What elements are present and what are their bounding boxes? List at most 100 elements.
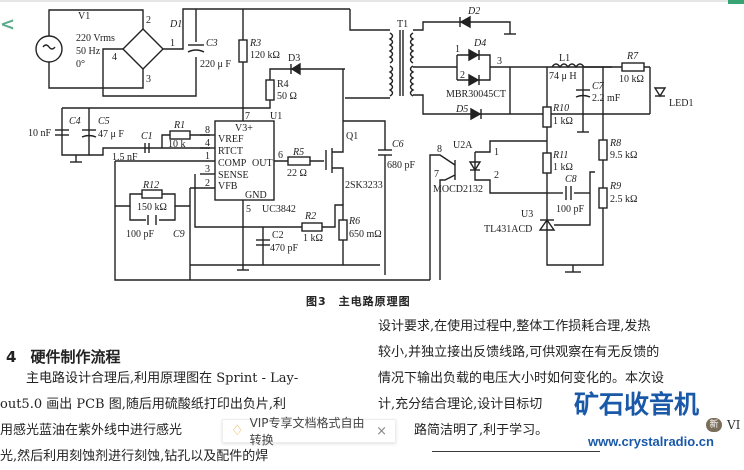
text-line: 计,充分结合理论,设计目标切 xyxy=(378,397,543,412)
label-v3: V3+ xyxy=(235,123,253,134)
label-r3: R3 xyxy=(249,38,261,49)
label-pin: 2 xyxy=(460,70,465,81)
label-pin: 7 xyxy=(245,111,250,122)
label-pin: 2 xyxy=(205,178,210,189)
label-r3-value: 120 kΩ xyxy=(250,50,280,61)
label-u1: U1 xyxy=(270,111,282,122)
resistor-r3 xyxy=(238,39,248,63)
label-pin: 6 xyxy=(278,150,283,161)
label-pin: 3 xyxy=(497,56,502,67)
label-v1-phase: 0° xyxy=(76,59,85,70)
right-paragraph: 设计要求,在使用过程中,整体工作损耗合理,发热 较小,并独立接出反馈线路,可供观… xyxy=(378,314,664,444)
label-r1: R1 xyxy=(173,120,185,131)
label-r12-value: 150 kΩ xyxy=(137,202,167,213)
label-vref: VREF xyxy=(218,134,244,145)
label-d1: D1 xyxy=(169,19,182,30)
label-c9-value: 100 pF xyxy=(126,229,155,240)
text-line: 主电路设计合理后,利用原理图在 Sprint - Lay- xyxy=(26,371,299,386)
label-pin: 5 xyxy=(246,204,251,215)
label-pin: 7 xyxy=(434,169,439,180)
label-c9: C9 xyxy=(173,229,185,240)
label-c5-value: 47 μ F xyxy=(98,129,124,140)
label-sense: SENSE xyxy=(218,170,249,181)
vip-banner[interactable]: ♢ VIP专享文档格式自由转换 × xyxy=(222,416,396,447)
label-r10-value: 1 kΩ xyxy=(553,116,573,127)
label-tl431: TL431ACD xyxy=(484,224,532,235)
label-r8-value: 9.5 kΩ xyxy=(610,150,637,161)
label-u2a: U2A xyxy=(453,140,473,151)
label-pin: 4 xyxy=(112,52,117,63)
corner-tab xyxy=(728,0,744,4)
label-r8: R8 xyxy=(609,138,621,149)
section-number: 4 xyxy=(6,348,17,366)
close-icon[interactable]: × xyxy=(376,423,387,439)
label-c1: C1 xyxy=(141,131,153,142)
figure-caption: 图3 主电路原理图 xyxy=(306,295,411,308)
text-line: 设计要求,在使用过程中,整体工作损耗合理,发热 xyxy=(378,319,651,334)
label-d3: D3 xyxy=(288,53,300,64)
label-c2: C2 xyxy=(272,230,284,241)
bridge-rectifier-d1 xyxy=(102,8,350,97)
label-r2: R2 xyxy=(304,211,316,222)
label-r10: R10 xyxy=(552,103,569,114)
label-c6: C6 xyxy=(392,139,404,150)
label-q1: Q1 xyxy=(346,131,358,142)
watermark-logo: 矿石收音机 xyxy=(574,390,700,419)
text-line: 情况下输出负载的电压大小时如何变化的。本次设 xyxy=(378,371,665,386)
label-gnd: GND xyxy=(245,190,267,201)
label-c7-value: 2.2 mF xyxy=(592,93,621,104)
vip-banner-label[interactable]: VIP专享文档格式自由转换 xyxy=(249,416,365,447)
label-d4: D4 xyxy=(473,38,486,49)
text-line: 较小,并独立接出反馈线路,可供观察在有无反馈的 xyxy=(378,345,660,360)
label-u3: U3 xyxy=(521,209,533,220)
label-q1-model: 2SK3233 xyxy=(345,180,383,191)
label-r6: R6 xyxy=(348,216,360,227)
label-c7: C7 xyxy=(592,81,605,92)
resistor-r4 xyxy=(265,79,275,101)
label-pin: 3 xyxy=(146,74,151,85)
label-c4-value: 10 nF xyxy=(28,128,52,139)
label-v1-freq: 50 Hz xyxy=(76,46,101,57)
label-v1-voltage: 220 Vrms xyxy=(76,33,115,44)
label-r4: R4 xyxy=(277,79,289,90)
label-pin: 1 xyxy=(170,38,175,49)
label-pin: 3 xyxy=(205,164,210,175)
vi-text: VI xyxy=(727,418,741,432)
side-mark-icon: < xyxy=(0,14,16,35)
watermark-url: www.crystalradio.cn xyxy=(588,434,714,449)
top-border xyxy=(0,0,744,2)
label-comp: COMP xyxy=(218,158,247,169)
label-r6-value: 650 mΩ xyxy=(349,229,382,240)
label-r5-value: 22 Ω xyxy=(287,168,307,179)
vip-diamond-icon: ♢ xyxy=(231,423,244,439)
label-r7-value: 10 kΩ xyxy=(619,74,644,85)
label-c2-value: 470 pF xyxy=(270,243,299,254)
label-c5: C5 xyxy=(98,116,110,127)
label-pin: 8 xyxy=(437,144,442,155)
schematic-labels: V1 220 Vrms 50 Hz 0° D1 2 1 4 3 C3 220 μ… xyxy=(28,6,693,254)
label-r7: R7 xyxy=(626,51,639,62)
label-r1-value: 10 k xyxy=(168,139,186,150)
circuit-schematic xyxy=(35,8,667,281)
label-r11: R11 xyxy=(552,150,568,161)
ac-source-v1 xyxy=(35,9,144,89)
label-r5: R5 xyxy=(292,147,304,158)
label-v1: V1 xyxy=(78,11,90,22)
label-mbr30045ct: MBR30045CT xyxy=(446,89,506,100)
label-c3-value: 220 μ F xyxy=(200,59,231,70)
label-pin: 8 xyxy=(205,125,210,136)
label-pin: 2 xyxy=(146,15,151,26)
label-r2-value: 1 kΩ xyxy=(303,233,323,244)
label-vfb: VFB xyxy=(218,181,238,192)
label-c6-value: 680 pF xyxy=(387,160,416,171)
label-led1: LED1 xyxy=(669,98,693,109)
label-c8: C8 xyxy=(565,174,577,185)
label-r11-value: 1 kΩ xyxy=(553,162,573,173)
label-d5: D5 xyxy=(455,104,468,115)
label-r9: R9 xyxy=(609,181,621,192)
label-uc3842: UC3842 xyxy=(262,204,296,215)
label-t1: T1 xyxy=(397,19,408,30)
new-badge[interactable]: 新 xyxy=(706,418,722,432)
label-pin: 1 xyxy=(494,147,499,158)
